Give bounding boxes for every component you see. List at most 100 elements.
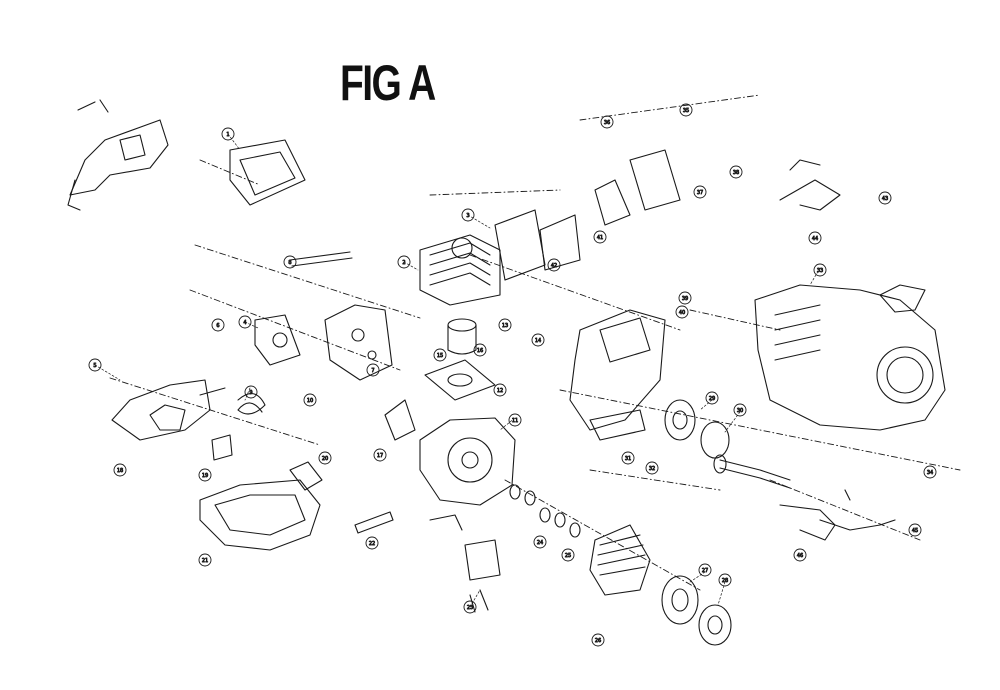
callout-badge: 19: [198, 468, 212, 482]
callout-badge: 34: [923, 465, 937, 479]
callout-badge: 38: [729, 165, 743, 179]
spring-part: [211, 393, 266, 461]
callout-badge: 46: [793, 548, 807, 562]
callout-number: 26: [595, 638, 601, 644]
callout-badge: 30: [733, 403, 747, 417]
callout-badge: 45: [908, 523, 922, 537]
callout-number: 14: [535, 338, 541, 344]
callout-number: 9: [249, 390, 252, 396]
callout-number: 12: [497, 388, 503, 394]
crankcase-left-part: [254, 304, 393, 381]
callout-badge: 17: [373, 448, 387, 462]
callout-number: 24: [537, 540, 543, 546]
callout-number: 36: [604, 120, 610, 126]
callout-number: 35: [683, 108, 689, 114]
callout-badge: 13: [498, 318, 512, 332]
callout-number: 3: [466, 213, 469, 219]
callout-number: 19: [202, 473, 208, 479]
callout-badge: 33: [813, 263, 827, 277]
pulley-part: [661, 575, 732, 646]
callout-number: 33: [817, 268, 823, 274]
callout-number: 6: [216, 323, 219, 329]
fuel-tank-part: [199, 461, 323, 551]
callout-badge: 37: [693, 185, 707, 199]
callout-number: 40: [679, 310, 685, 316]
cylinder-part: [419, 234, 501, 306]
callout-badge: 7: [366, 363, 380, 377]
callout-badge: 21: [198, 553, 212, 567]
carburetor-part: [569, 309, 666, 441]
cooling-fan-part: [589, 524, 651, 596]
callout-number: 21: [202, 558, 208, 564]
handle-bracket-part: [67, 99, 169, 211]
callout-badge: 20: [318, 451, 332, 465]
flywheel-part: [664, 399, 730, 459]
callout-number: 45: [912, 528, 918, 534]
callout-badge: 41: [593, 230, 607, 244]
throttle-linkage-part: [594, 149, 841, 226]
callout-badge: 11: [508, 413, 522, 427]
callout-number: 44: [812, 236, 818, 242]
callout-badge: 28: [718, 573, 732, 587]
callout-badge: 24: [533, 535, 547, 549]
control-lever-part: [779, 489, 896, 541]
callout-number: 30: [737, 408, 743, 414]
callout-number: 5: [93, 363, 96, 369]
callout-badge: 14: [531, 333, 545, 347]
starter-housing-part: [754, 284, 946, 431]
callout-number: 13: [502, 323, 508, 329]
callout-badge: 25: [561, 548, 575, 562]
callout-number: 34: [927, 470, 933, 476]
callout-number: 27: [702, 568, 708, 574]
callout-number: 32: [649, 466, 655, 472]
callout-number: 43: [882, 196, 888, 202]
callout-badge: 36: [600, 115, 614, 129]
callout-badge: 23: [463, 600, 477, 614]
rod-part: [354, 511, 394, 534]
callout-number: 38: [733, 170, 739, 176]
figure-title: FIG A: [340, 55, 436, 111]
callout-number: 16: [477, 348, 483, 354]
callout-number: 28: [722, 578, 728, 584]
callout-number: 42: [551, 263, 557, 269]
crankcase-right-part: [384, 399, 516, 506]
callout-badge: 27: [698, 563, 712, 577]
callout-number: 15: [437, 353, 443, 359]
callout-number: 29: [709, 396, 715, 402]
callout-badge: 39: [678, 291, 692, 305]
pin-part: [289, 251, 353, 267]
callout-number: 11: [512, 418, 518, 424]
piston-part: [447, 318, 477, 355]
callout-badge: 16: [473, 343, 487, 357]
callout-badge: 31: [621, 451, 635, 465]
callout-badge: 3: [461, 208, 475, 222]
callout-labels: 1 2 3 4 5 6 7 8 9 10 11 12 13 14 15 16 1…: [88, 103, 937, 647]
callout-badge: 35: [679, 103, 693, 117]
callout-number: 39: [682, 296, 688, 302]
assembly-centerlines: [109, 94, 961, 591]
callout-badge: 5: [88, 358, 102, 372]
filter-cover-part: [229, 139, 306, 206]
callout-number: 25: [565, 553, 571, 559]
callout-badge: 42: [547, 258, 561, 272]
callout-number: 20: [322, 456, 328, 462]
callout-number: 46: [797, 553, 803, 559]
leader-lines: [94, 133, 821, 608]
mount-bracket-part: [429, 514, 501, 613]
callout-badge: 10: [303, 393, 317, 407]
muffler-plate-part: [494, 209, 581, 281]
callout-badge: 29: [705, 391, 719, 405]
callout-badge: 12: [493, 383, 507, 397]
callout-badge: 15: [433, 348, 447, 362]
callout-number: 17: [377, 453, 383, 459]
callout-number: 31: [625, 456, 631, 462]
callout-number: 18: [117, 468, 123, 474]
callout-badge: 6: [211, 318, 225, 332]
callout-badge: 22: [365, 536, 379, 550]
callout-badge: 9: [244, 385, 258, 399]
callout-badge: 40: [675, 305, 689, 319]
callout-number: 23: [467, 605, 473, 611]
callout-number: 10: [307, 398, 313, 404]
gasket-part: [424, 359, 496, 401]
